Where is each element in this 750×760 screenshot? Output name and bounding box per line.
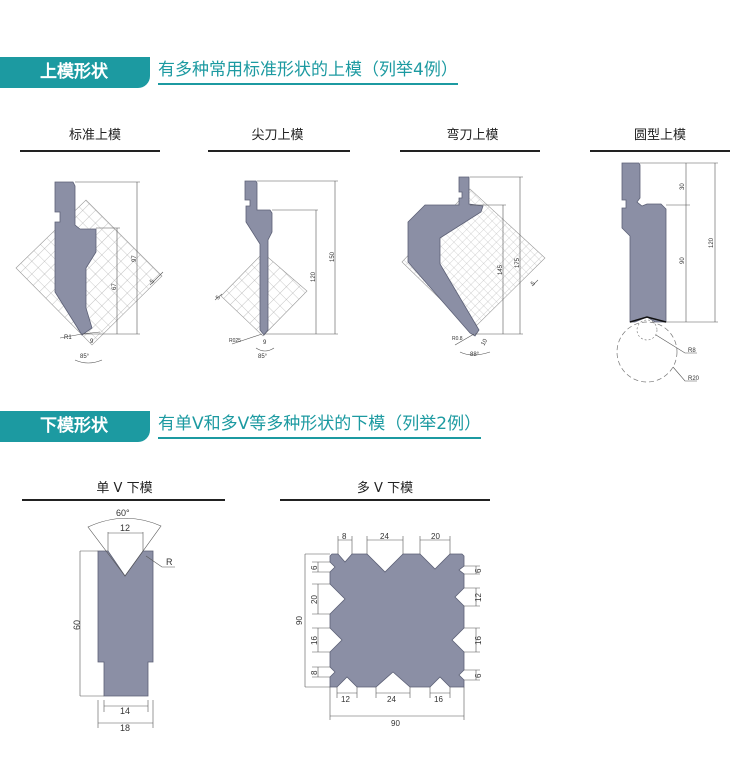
r20-circle [616, 321, 678, 383]
die-profile [54, 181, 97, 336]
dim-label: 145 [498, 264, 504, 275]
die-profile [244, 180, 273, 336]
r8-circle [636, 319, 658, 341]
dim-label: 60 [72, 620, 82, 630]
upper-die-section-subtitle: 有多种常用标准形状的上模（列举4例） [158, 58, 458, 85]
dim-label: 85° [258, 354, 268, 360]
dim-label: 5 [149, 278, 156, 285]
dim-label: 24 [380, 532, 389, 541]
dim-label: 5 [215, 294, 222, 301]
dim-label: 12 [474, 593, 483, 602]
dim-label: 16 [434, 695, 443, 704]
curved-knife-upper-die-drawing: 145 175 5 R0.8 10 88° [401, 176, 546, 358]
dim-label: 175 [515, 257, 521, 268]
dim-label: 9 [263, 340, 267, 346]
sharp-knife-upper-die-drawing: 150 120 5 R025 9 85° [214, 180, 338, 360]
dim-label: 88° [470, 352, 480, 358]
die-title: 尖刀上模 [251, 128, 304, 143]
dim-label: 10 [481, 338, 490, 347]
divider [208, 150, 350, 152]
dim-label: 90 [295, 616, 304, 625]
dim-label: 8 [342, 532, 347, 541]
dim-label: 9 [90, 339, 94, 345]
dim-label: 97 [132, 255, 138, 262]
dim-label: 6 [310, 565, 319, 570]
lower-die-section-subtitle: 有单V和多V等多种形状的下模（列举2例） [158, 412, 482, 439]
dim-label: 18 [120, 723, 130, 733]
divider [20, 150, 160, 152]
dim-label: 30 [680, 183, 686, 190]
multi-v-lower-die-drawing: 8 24 20 6 20 16 8 90 6 12 16 6 12 24 16 … [295, 532, 483, 728]
dim-label: 90 [680, 257, 686, 264]
die-title: 标准上模 [68, 128, 121, 143]
dim-label: 6 [474, 568, 483, 573]
die-title: 多 V 下模 [356, 481, 414, 496]
dim-label: R [166, 557, 173, 567]
dim-label: 16 [310, 636, 319, 645]
die-profile [329, 553, 465, 688]
die-title: 单 V 下模 [96, 481, 153, 496]
die-profile [97, 550, 154, 697]
dim-label: 120 [311, 271, 317, 282]
dim-label: 60° [116, 508, 130, 518]
dim-label: 20 [310, 595, 319, 604]
dim-label: 14 [120, 706, 130, 716]
die-title: 弯刀上模 [446, 128, 499, 143]
dim-label: 5 [530, 280, 537, 287]
dim-label: 12 [341, 695, 350, 704]
dim-label: R8 [688, 348, 696, 354]
divider [590, 150, 730, 152]
dim-label: 12 [120, 523, 130, 533]
dim-label: 16 [474, 636, 483, 645]
divider [22, 499, 225, 501]
dim-label: R025 [229, 338, 241, 344]
lower-die-section-banner: 下模形状 [0, 411, 150, 442]
single-v-lower-die-drawing: 60° 12 R 60 14 18 [72, 508, 175, 733]
dim-label: R20 [688, 376, 700, 382]
die-profile [407, 176, 484, 337]
dim-label: R1 [64, 335, 72, 341]
dim-label: 8 [310, 670, 319, 675]
divider [280, 499, 490, 501]
dim-label: 6 [474, 673, 483, 678]
round-upper-die-drawing: 30 90 120 R8 R20 [616, 162, 718, 383]
divider [400, 150, 540, 152]
dim-label: 150 [330, 251, 336, 262]
dim-label: R0.8 [452, 336, 463, 342]
standard-upper-die-drawing: 97 67 5 R1 9 85° [15, 181, 164, 364]
dim-label: 24 [387, 695, 396, 704]
dim-label: 85° [80, 354, 90, 360]
dim-label: 20 [431, 532, 440, 541]
die-profile [621, 162, 667, 323]
die-title: 圆型上模 [633, 128, 686, 143]
dim-label: 90 [391, 719, 400, 728]
upper-die-section-banner: 上模形状 [0, 57, 150, 88]
dim-label: 67 [112, 283, 118, 290]
dim-label: 120 [709, 237, 715, 248]
